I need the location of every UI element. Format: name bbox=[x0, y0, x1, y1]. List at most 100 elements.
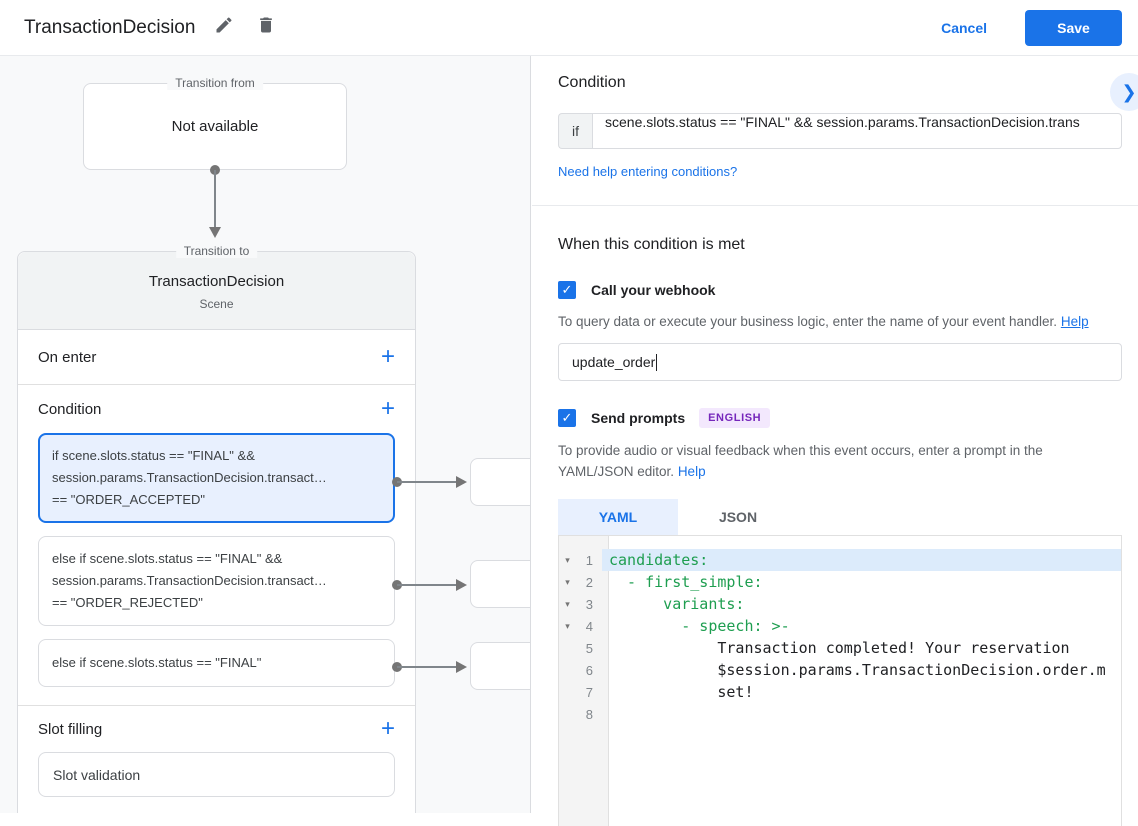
condition-card-text: session.params.TransactionDecision.trans… bbox=[52, 470, 327, 485]
condition-card[interactable]: if scene.slots.status == "FINAL" && sessi… bbox=[38, 433, 395, 523]
code-text[interactable]: Transaction completed! Your reservation bbox=[609, 639, 1070, 657]
collapse-panel-button[interactable]: ❯ bbox=[1110, 73, 1138, 111]
trash-icon bbox=[256, 15, 276, 40]
prompts-help-link[interactable]: Help bbox=[677, 464, 706, 479]
panel-title: Condition bbox=[558, 74, 626, 91]
line-number: 3 bbox=[585, 596, 593, 612]
line-number: 6 bbox=[585, 662, 593, 678]
line-number: 5 bbox=[585, 640, 593, 656]
editor-line: 6 $session.params.TransactionDecision.or… bbox=[559, 659, 1121, 681]
webhook-description: To query data or execute your business l… bbox=[558, 314, 1089, 329]
code-text[interactable]: set! bbox=[609, 683, 754, 701]
condition-expression-input[interactable]: scene.slots.status == "FINAL" && session… bbox=[592, 113, 1122, 149]
transition-target-box[interactable] bbox=[470, 642, 530, 690]
webhook-label: Call your webhook bbox=[591, 282, 716, 298]
condition-section: Condition + if scene.slots.status == "FI… bbox=[18, 385, 415, 706]
on-enter-label: On enter bbox=[38, 348, 97, 366]
line-number: 7 bbox=[585, 684, 593, 700]
webhook-checkbox[interactable]: ✓ bbox=[558, 281, 576, 299]
event-handler-input[interactable]: update_order bbox=[558, 343, 1122, 381]
fold-toggle triangle-down-icon[interactable]: ▾ bbox=[565, 620, 570, 631]
transition-from-box[interactable]: Transition from Not available bbox=[83, 76, 347, 170]
code-text[interactable]: variants: bbox=[609, 595, 745, 613]
condition-card-text: if scene.slots.status == "FINAL" && bbox=[52, 448, 255, 463]
scene-diagram-canvas: Transition from Not available Transition… bbox=[0, 56, 531, 813]
webhook-help-link[interactable]: Help bbox=[1060, 314, 1089, 329]
tab-yaml[interactable]: YAML bbox=[558, 499, 678, 535]
code-text[interactable]: - first_simple: bbox=[609, 573, 763, 591]
code-text[interactable]: candidates: bbox=[602, 549, 1121, 571]
line-number: 1 bbox=[585, 552, 593, 568]
editor-line: 8 bbox=[559, 703, 1121, 725]
conditions-help-link[interactable]: Need help entering conditions? bbox=[558, 164, 738, 179]
slot-filling-section: Slot filling + Slot validation bbox=[18, 706, 415, 797]
slot-filling-label: Slot filling bbox=[38, 720, 103, 738]
condition-card-text: else if scene.slots.status == "FINAL" bbox=[52, 655, 262, 670]
fold-toggle triangle-down-icon[interactable]: ▾ bbox=[565, 554, 570, 565]
line-number: 4 bbox=[585, 618, 593, 634]
prompts-label: Send prompts bbox=[591, 410, 686, 426]
add-slot-button plus-icon[interactable]: + bbox=[380, 715, 395, 742]
condition-met-title: When this condition is met bbox=[558, 236, 745, 253]
condition-card-text: == "ORDER_REJECTED" bbox=[52, 595, 203, 610]
condition-cards: if scene.slots.status == "FINAL" && sessi… bbox=[18, 433, 415, 687]
condition-card-text: == "ORDER_ACCEPTED" bbox=[52, 492, 205, 507]
cancel-button[interactable]: Cancel bbox=[941, 19, 987, 36]
editor-line: ▾ 3 variants: bbox=[559, 593, 1121, 615]
editor-line: 5 Transaction completed! Your reservatio… bbox=[559, 637, 1121, 659]
transition-target-box[interactable] bbox=[470, 560, 530, 608]
tab-json[interactable]: JSON bbox=[718, 509, 758, 525]
chevron-right-icon: ❯ bbox=[1121, 81, 1137, 102]
condition-card[interactable]: else if scene.slots.status == "FINAL" &&… bbox=[38, 536, 395, 626]
code-text[interactable] bbox=[602, 703, 1121, 725]
checkmark-icon: ✓ bbox=[561, 282, 573, 297]
transition-from-value: Not available bbox=[171, 118, 259, 135]
slot-validation-label: Slot validation bbox=[53, 766, 141, 783]
prompts-checkbox-row: ✓ Send prompts ENGLISH bbox=[558, 408, 1122, 428]
fold-toggle triangle-down-icon[interactable]: ▾ bbox=[565, 598, 570, 609]
edit-scene-button[interactable] bbox=[211, 15, 237, 41]
add-on-enter-button plus-icon[interactable]: + bbox=[380, 343, 395, 370]
webhook-checkbox-row: ✓ Call your webhook bbox=[558, 281, 1122, 299]
condition-detail-panel: Condition ❯ if scene.slots.status == "FI… bbox=[532, 56, 1138, 826]
scene-name: TransactionDecision bbox=[148, 273, 285, 290]
prompts-checkbox[interactable]: ✓ bbox=[558, 409, 576, 427]
condition-card-text: else if scene.slots.status == "FINAL" && bbox=[52, 551, 283, 566]
top-bar: TransactionDecision Cancel Save bbox=[0, 0, 1138, 56]
panel-divider bbox=[532, 205, 1138, 206]
editor-line: 7 set! bbox=[559, 681, 1121, 703]
text-caret bbox=[656, 353, 658, 371]
code-text[interactable]: $session.params.TransactionDecision.orde… bbox=[609, 661, 1106, 679]
editor-line: ▾ 4 - speech: >- bbox=[559, 615, 1121, 637]
delete-scene-button[interactable] bbox=[253, 15, 279, 41]
fold-toggle triangle-down-icon[interactable]: ▾ bbox=[565, 576, 570, 587]
code-text[interactable]: - speech: >- bbox=[609, 617, 790, 635]
editor-line: ▾ 2 - first_simple: bbox=[559, 571, 1121, 593]
pencil-icon bbox=[214, 15, 234, 40]
condition-section-label: Condition bbox=[38, 400, 102, 418]
event-handler-value: update_order bbox=[572, 354, 656, 370]
editor-line: ▾ 1 candidates: bbox=[559, 549, 1121, 571]
condition-expression-row: if scene.slots.status == "FINAL" && sess… bbox=[558, 113, 1122, 149]
if-prefix-label: if bbox=[558, 113, 592, 149]
language-badge: ENGLISH bbox=[699, 408, 771, 428]
transition-to-card: Transition to TransactionDecision Scene … bbox=[17, 244, 416, 813]
condition-card-text: session.params.TransactionDecision.trans… bbox=[52, 573, 327, 588]
scene-subtitle: Scene bbox=[199, 297, 234, 311]
yaml-code-editor[interactable]: ▾ 1 candidates: ▾ 2 - first_simple: ▾ 3 varian… bbox=[558, 536, 1122, 826]
line-number: 8 bbox=[585, 706, 593, 722]
add-condition-button plus-icon[interactable]: + bbox=[380, 395, 395, 422]
line-number: 2 bbox=[585, 574, 593, 590]
scene-header[interactable]: TransactionDecision Scene bbox=[18, 252, 415, 330]
transition-from-legend: Transition from bbox=[167, 76, 263, 90]
checkmark-icon: ✓ bbox=[561, 410, 573, 425]
page-title: TransactionDecision bbox=[24, 16, 196, 38]
editor-tabs: YAML JSON bbox=[558, 499, 1122, 536]
save-button[interactable]: Save bbox=[1025, 9, 1122, 46]
on-enter-section[interactable]: On enter + bbox=[18, 330, 415, 385]
transition-to-legend: Transition to bbox=[175, 244, 258, 258]
prompts-description: To provide audio or visual feedback when… bbox=[558, 443, 1043, 479]
transition-target-box[interactable] bbox=[470, 458, 530, 506]
condition-card[interactable]: else if scene.slots.status == "FINAL" bbox=[38, 639, 395, 687]
slot-validation-card[interactable]: Slot validation bbox=[38, 752, 395, 797]
